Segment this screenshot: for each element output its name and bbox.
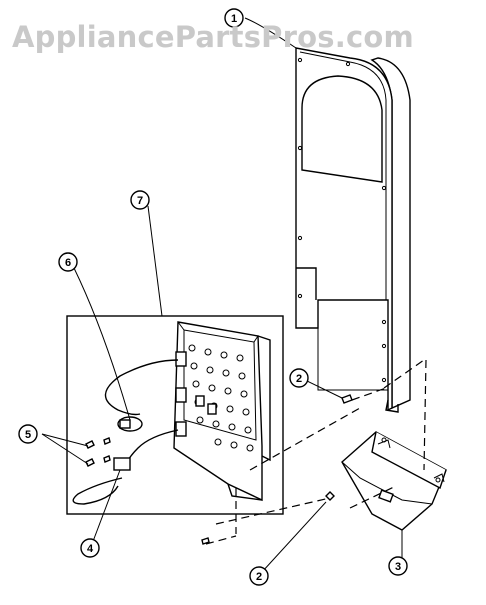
svg-text:1: 1 <box>231 13 237 25</box>
screws-part-5 <box>85 437 111 467</box>
callout-2-lower: 2 <box>249 566 269 586</box>
callout-7: 7 <box>130 190 150 210</box>
callout-3: 3 <box>388 556 408 576</box>
svg-text:5: 5 <box>25 429 31 441</box>
callout-2-upper: 2 <box>289 368 309 388</box>
assembly-lines <box>205 359 427 545</box>
svg-text:6: 6 <box>65 257 71 269</box>
watermark: AppliancePartsPros.com <box>12 20 414 54</box>
bracket-cover <box>341 431 447 531</box>
callout-6: 6 <box>58 252 78 272</box>
svg-text:4: 4 <box>87 543 94 555</box>
svg-text:2: 2 <box>296 373 302 385</box>
svg-text:3: 3 <box>395 561 401 573</box>
callout-4: 4 <box>80 538 100 558</box>
callout-1: 1 <box>224 8 244 28</box>
vent-grille <box>301 75 383 183</box>
rear-panel <box>295 47 411 413</box>
callout-5: 5 <box>18 424 38 444</box>
heater-assembly-box <box>66 315 284 515</box>
svg-text:7: 7 <box>137 195 143 207</box>
thermal-fuse-part <box>113 457 131 471</box>
svg-text:2: 2 <box>256 571 262 583</box>
leader-lines <box>41 17 403 573</box>
